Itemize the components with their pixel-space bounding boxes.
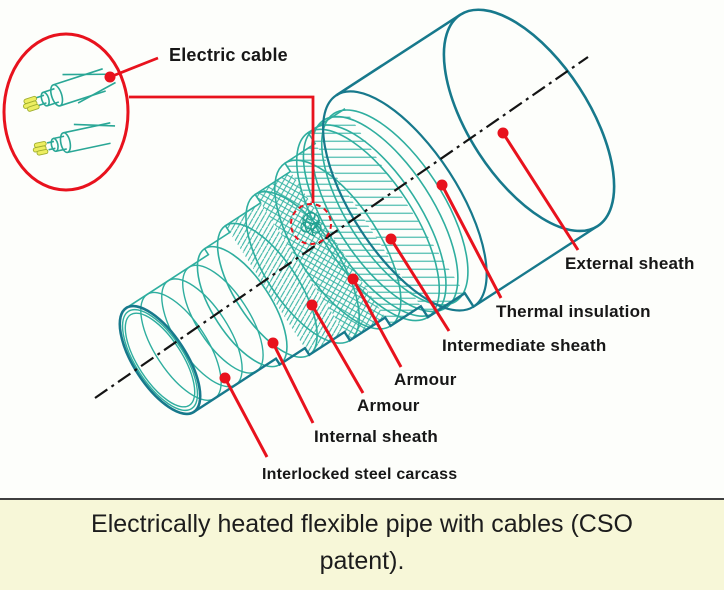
caption-line-1: Electrically heated flexible pipe with c… [91,510,633,538]
cable-cross-section-marker [290,203,332,245]
thermal-insulation-stripes [308,108,465,318]
label-electric-cable: Electric cable [169,45,288,65]
external-sheath-step-ring [322,90,488,312]
leader-armour-upper [347,273,403,368]
label-intermediate-sheath: Intermediate sheath [442,336,607,355]
leader-interlocked-steel-carcass [219,372,269,458]
label-internal-sheath: Internal sheath [314,427,438,446]
electric-cable-detail-upper [23,68,116,112]
electric-cable-detail-lower [32,122,116,156]
leader-internal-sheath [267,337,315,424]
label-external-sheath: External sheath [565,254,695,273]
leader-lines [219,127,580,458]
detail-balloon [2,32,315,203]
leader-external-sheath [497,127,580,251]
label-interlocked-steel-carcass: Interlocked steel carcass [262,466,458,483]
armour-layer-2-hatch [255,171,386,341]
leader-thermal-insulation [436,179,503,299]
top-silhouette-outer [335,13,462,97]
caption-line-2: patent). [319,547,405,575]
figure-caption: Electrically heated flexible pipe with c… [0,498,724,590]
pipe-cutaway-drawing [2,8,616,458]
leader-intermediate-sheath [385,233,451,332]
detail-balloon-circle [2,32,130,192]
label-armour-lower: Armour [357,396,420,415]
balloon-connector-line [129,95,315,203]
label-armour-upper: Armour [394,370,457,389]
front-bore-opening [118,304,202,416]
pipe-end-cap [442,8,616,233]
label-thermal-insulation: Thermal insulation [496,302,651,321]
leader-armour-lower [306,299,365,394]
cable-cross-section-scribble [300,211,322,237]
pipe-body [118,8,616,416]
balloon-leader-line [109,56,159,79]
